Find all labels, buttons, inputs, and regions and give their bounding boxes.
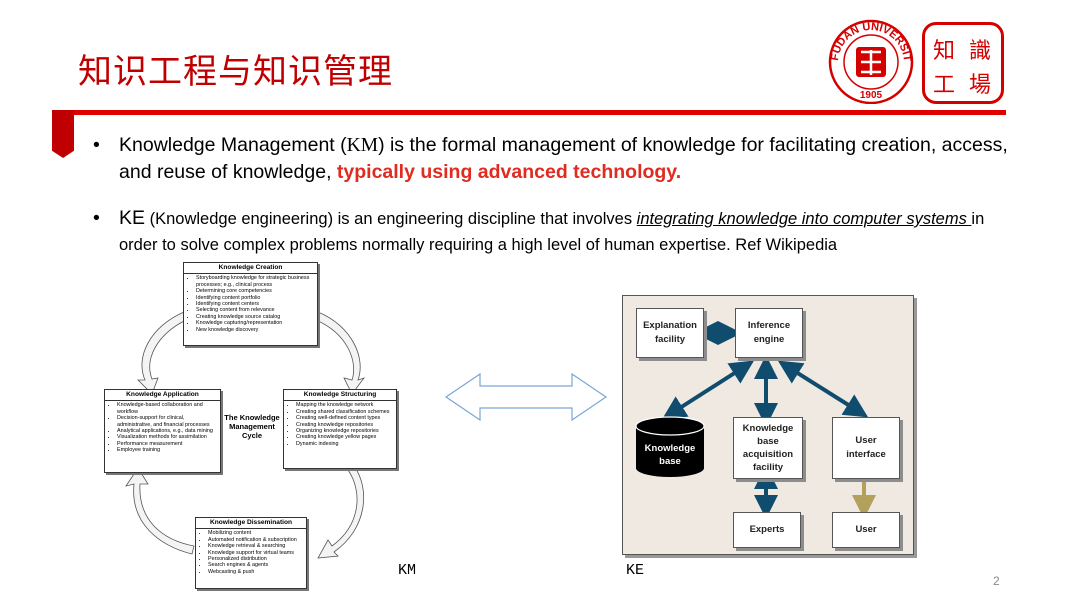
title-divider xyxy=(52,110,1006,115)
bullet-marker: • xyxy=(93,134,100,156)
ke-label-line: User xyxy=(855,435,877,446)
knowledge-application-box: Knowledge Application Knowledge-based co… xyxy=(104,389,221,473)
slide-title: 知识工程与知识管理 xyxy=(78,52,393,92)
km-bullet: • Knowledge Management (KM) is the forma… xyxy=(93,132,1013,185)
list-item: New knowledge discovery xyxy=(196,327,317,333)
list-item: Employee training xyxy=(117,447,220,453)
km-text-part1: Knowledge Management ( xyxy=(119,134,347,156)
ke-label-line: engine xyxy=(753,334,785,345)
list-item: Performance measurement xyxy=(117,441,220,447)
km-text-part2: ) is the formal management of knowledge … xyxy=(119,134,1008,183)
seal-char: 識 xyxy=(969,39,992,64)
list-item: Creating well-defined content types xyxy=(296,415,396,421)
ke-underlined-text: integrating knowledge into computer syst… xyxy=(636,210,972,228)
knowledge-acquisition-facility-box: Knowledge base acquisition facility xyxy=(733,417,803,479)
ke-label-line: Inference xyxy=(747,320,791,331)
experts-box: Experts xyxy=(733,512,801,548)
double-arrow-icon xyxy=(444,372,608,422)
list-item: Knowledge capturing/representation xyxy=(196,320,317,326)
ke-label-line: Knowledge xyxy=(742,423,794,434)
knowledge-creation-heading: Knowledge Creation xyxy=(184,263,317,275)
list-item: Decision-support for clinical, administr… xyxy=(117,415,220,428)
ke-abbr: KE xyxy=(119,207,146,229)
km-highlight: typically using advanced technology. xyxy=(336,161,682,183)
ke-diagram-arrows xyxy=(661,321,876,519)
divider-tab-decoration xyxy=(52,110,74,158)
fudan-university-logo: FUDAN UNIVERSITY 1905 xyxy=(826,18,914,104)
knowledge-creation-box: Knowledge Creation Storyboarding knowled… xyxy=(183,262,318,346)
list-item: Automated notification & subscription xyxy=(208,537,306,543)
ke-label-line: base xyxy=(757,436,779,447)
list-item: Visualization methods for assimilation xyxy=(117,434,220,440)
svg-text:1905: 1905 xyxy=(860,90,883,101)
list-item: Webcasting & push xyxy=(208,569,306,575)
seal-char: 工 xyxy=(933,73,956,98)
list-item: Personalized distribution xyxy=(208,556,306,562)
list-item: Creating knowledge source catalog xyxy=(196,314,317,320)
list-item: Dynamic indexing xyxy=(296,441,396,447)
knowledge-base-cylinder xyxy=(635,416,705,477)
ke-label-line: facility xyxy=(654,334,686,345)
list-item: Selecting content from relevance xyxy=(196,307,317,313)
km-cycle-center-label: The Knowledge Management Cycle xyxy=(224,413,280,440)
bullet-marker: • xyxy=(93,207,100,229)
list-item: Mobilizing content xyxy=(208,530,306,536)
user-interface-box: User interface xyxy=(832,417,900,479)
list-item: Mapping the knowledge network xyxy=(296,402,396,408)
ke-text-part1: (Knowledge engineering) is an engineerin… xyxy=(145,210,637,228)
list-item: Creating shared classification schemes xyxy=(296,409,396,415)
list-item: Storyboarding knowledge for strategic bu… xyxy=(196,275,317,288)
km-abbr: KM xyxy=(346,135,379,156)
ke-caption: KE xyxy=(626,562,645,579)
list-item: Knowledge-based collaboration and workfl… xyxy=(117,402,220,415)
knowledge-dissemination-box: Knowledge Dissemination Mobilizing conte… xyxy=(195,517,307,589)
list-item: Knowledge retrieval & searching xyxy=(208,543,306,549)
list-item: Identifying content portfolio xyxy=(196,295,317,301)
ke-bullet: • KE (Knowledge engineering) is an engin… xyxy=(93,205,1013,258)
list-item: Analytical applications, e.g., data mini… xyxy=(117,428,220,434)
list-item: Determining core competencies xyxy=(196,288,317,294)
km-caption: KM xyxy=(398,562,417,579)
ke-label-line: facility xyxy=(752,462,784,473)
ke-label-line: interface xyxy=(846,449,886,460)
ke-text-part2: in order to solve complex problems norma… xyxy=(119,210,985,254)
ke-label-line: acquisition xyxy=(742,449,794,460)
knowledge-structuring-heading: Knowledge Structuring xyxy=(284,390,396,402)
inference-engine-box: Inference engine xyxy=(735,308,803,358)
page-number: 2 xyxy=(993,574,1000,588)
knowledge-dissemination-heading: Knowledge Dissemination xyxy=(196,518,306,530)
km-cycle-arrows xyxy=(125,311,366,559)
seal-char: 場 xyxy=(969,73,992,98)
knowledge-structuring-box: Knowledge Structuring Mapping the knowle… xyxy=(283,389,397,469)
list-item: Creating knowledge yellow pages xyxy=(296,434,396,440)
seal-char: 知 xyxy=(933,39,956,64)
ke-label-line: base xyxy=(659,456,681,467)
list-item: Organizing knowledge repositories xyxy=(296,428,396,434)
list-item: Search engines & agents xyxy=(208,562,306,568)
knowledge-application-heading: Knowledge Application xyxy=(105,390,220,402)
zhishi-gongchang-seal: 知 識 工 場 xyxy=(922,22,1004,104)
ke-label-line: User xyxy=(855,524,877,535)
ke-label-line: Knowledge xyxy=(644,443,696,454)
list-item: Identifying content centers xyxy=(196,301,317,307)
list-item: Knowledge support for virtual teams xyxy=(208,550,306,556)
list-item: Creating knowledge repositories xyxy=(296,422,396,428)
explanation-facility-box: Explanation facility xyxy=(636,308,704,358)
user-box: User xyxy=(832,512,900,548)
ke-label-line: Experts xyxy=(749,524,785,535)
knowledge-base-label: Knowledge base xyxy=(634,442,706,468)
ke-label-line: Explanation xyxy=(643,320,697,331)
